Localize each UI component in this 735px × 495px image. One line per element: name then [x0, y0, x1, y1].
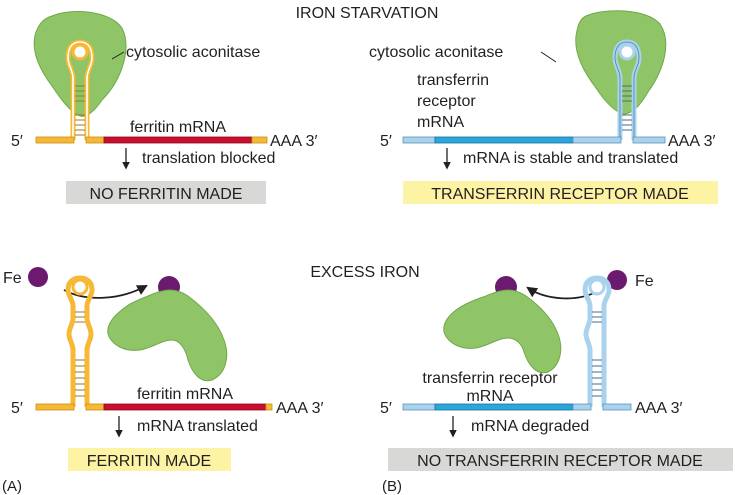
- receptor-mrna-label-line1: transferrin: [417, 72, 489, 89]
- five-prime-label: 5′: [380, 400, 392, 417]
- mrna-5prime-strand: [402, 136, 436, 144]
- outcome-box: [66, 181, 266, 204]
- panel-label-a: (A): [2, 478, 22, 495]
- iron-atom: [28, 267, 48, 287]
- mrna-3prime-strand: [602, 403, 632, 411]
- poly-a-label: AAA 3′: [635, 400, 682, 417]
- outcome-label: NO TRANSFERRIN RECEPTOR MADE: [417, 453, 703, 470]
- aconitase-label: cytosolic aconitase: [369, 44, 503, 61]
- receptor-mrna-label-line3: mRNA: [417, 114, 464, 131]
- iron-responsive-element: [65, 39, 95, 140]
- receptor-coding-region: [434, 136, 574, 144]
- five-prime-label: 5′: [11, 400, 23, 417]
- outcome-box: [68, 448, 231, 471]
- iron-responsive-element: [65, 275, 95, 407]
- aconitase-leader-line: [540, 51, 557, 63]
- iron-label: Fe: [635, 273, 654, 290]
- mrna-5prime-strand: [402, 403, 436, 411]
- mrna-spacer: [85, 403, 105, 411]
- iron-responsive-element: [582, 275, 612, 407]
- panel-label-b: (B): [382, 478, 402, 495]
- ferritin-mrna-label: ferritin mRNA: [137, 386, 233, 403]
- excess-receptor-panel: Fe 5′ AAA 3′ transferrin receptor mRNA m…: [380, 270, 733, 471]
- receptor-mrna-label-line2: mRNA: [466, 388, 513, 405]
- aconitase-leader-line: [111, 51, 125, 60]
- iron-atom: [607, 270, 627, 290]
- iron-binding-arrow: [526, 286, 597, 300]
- heading-iron-starvation: IRON STARVATION: [296, 5, 439, 22]
- outcome-box: [388, 448, 733, 471]
- mrna-5prime-strand: [35, 136, 75, 144]
- outcome-label: FERRITIN MADE: [87, 453, 211, 470]
- iron-responsive-element: [612, 39, 642, 140]
- mrna-3prime-utr: [572, 403, 592, 411]
- ferritin-coding-region: [103, 403, 267, 411]
- aconitase-label: cytosolic aconitase: [126, 44, 260, 61]
- aconitase-protein: [33, 11, 127, 117]
- five-prime-label: 5′: [380, 133, 392, 150]
- receptor-mrna-label-line1: transferrin receptor: [422, 370, 558, 387]
- poly-a-label: AAA 3′: [668, 133, 715, 150]
- outcome-box: [403, 181, 718, 204]
- excess-ferritin-panel: Fe 5′ AAA 3′ ferritin mRNA mRNA translat…: [3, 267, 323, 471]
- aconitase-protein-released: [107, 289, 228, 382]
- stability-effect-label: mRNA is stable and translated: [463, 150, 678, 167]
- mrna-3prime-utr: [572, 136, 622, 144]
- mrna-spacer: [85, 136, 105, 144]
- mrna-3prime-strand: [632, 136, 666, 144]
- starvation-receptor-panel: cytosolic aconitase 5′ AAA 3′ transferri…: [369, 10, 718, 204]
- receptor-mrna-label-line2: receptor: [417, 93, 476, 110]
- aconitase-protein-released: [443, 289, 562, 374]
- degradation-effect-label: mRNA degraded: [471, 418, 589, 435]
- poly-a-label: AAA 3′: [276, 400, 323, 417]
- heading-excess-iron: EXCESS IRON: [310, 264, 419, 281]
- starvation-ferritin-panel: cytosolic aconitase 5′ AAA 3′ ferritin m…: [11, 11, 317, 204]
- outcome-label: TRANSFERRIN RECEPTOR MADE: [431, 186, 689, 203]
- mrna-3prime-strand: [251, 136, 268, 144]
- aconitase-protein: [575, 10, 667, 115]
- mrna-3prime-strand: [265, 403, 273, 411]
- translation-effect-label: mRNA translated: [137, 418, 258, 435]
- translation-effect-label: translation blocked: [142, 150, 275, 167]
- ferritin-coding-region: [103, 136, 253, 144]
- mrna-5prime-strand: [35, 403, 75, 411]
- ferritin-mrna-label: ferritin mRNA: [130, 119, 226, 136]
- outcome-label: NO FERRITIN MADE: [90, 186, 243, 203]
- five-prime-label: 5′: [11, 133, 23, 150]
- iron-label: Fe: [3, 270, 22, 287]
- poly-a-label: AAA 3′: [270, 133, 317, 150]
